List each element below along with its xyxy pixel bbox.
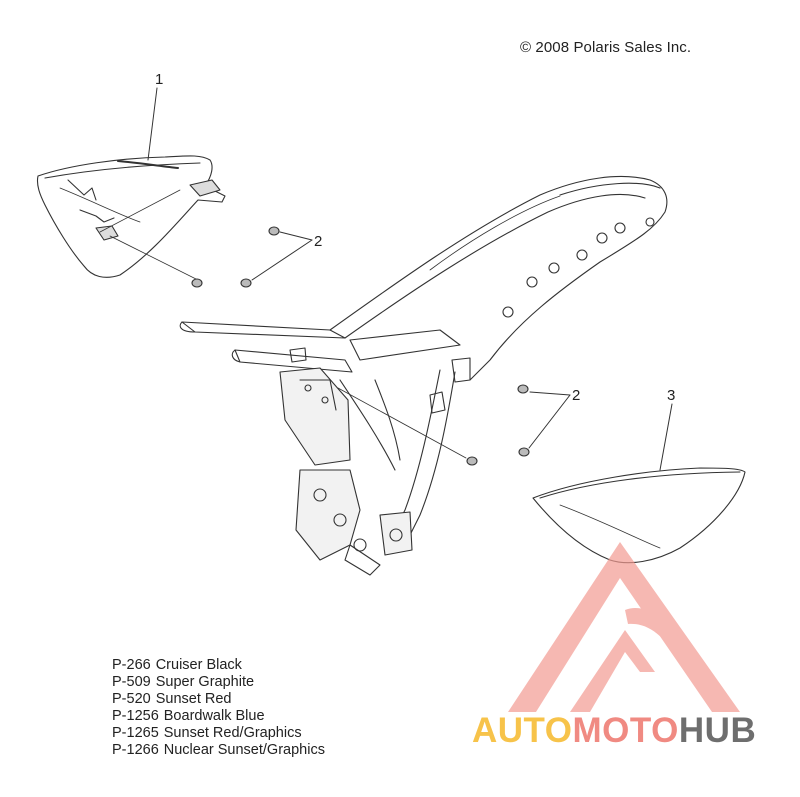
color-name: Boardwalk Blue bbox=[163, 708, 265, 724]
motorcycle-frame bbox=[179, 175, 668, 576]
grommet-upper-group bbox=[191, 226, 313, 288]
leader-line-1 bbox=[147, 87, 158, 161]
automotohub-watermark-text: AUTOMOTOHUB bbox=[472, 711, 756, 751]
color-code: P-520 bbox=[112, 691, 151, 707]
automotohub-logo-mark bbox=[508, 542, 740, 712]
color-code: P-509 bbox=[112, 674, 151, 690]
color-name: Sunset Red bbox=[155, 691, 232, 707]
color-name: Super Graphite bbox=[155, 674, 255, 690]
callout-1: 1 bbox=[155, 71, 164, 88]
callout-2-upper: 2 bbox=[314, 233, 323, 250]
color-name: Cruiser Black bbox=[155, 657, 242, 673]
side-cover-right-part bbox=[532, 403, 746, 564]
color-name: Nuclear Sunset/Graphics bbox=[163, 742, 325, 758]
color-code: P-1256 bbox=[112, 708, 159, 724]
copyright-notice: © 2008 Polaris Sales Inc. bbox=[520, 39, 692, 56]
callout-3: 3 bbox=[667, 387, 676, 404]
grommet-lower-group bbox=[337, 384, 571, 466]
color-code: P-1265 bbox=[112, 725, 159, 741]
callout-2-lower: 2 bbox=[572, 387, 581, 404]
color-code: P-266 bbox=[112, 657, 151, 673]
watermark-moto: MOTO bbox=[572, 711, 679, 750]
color-code: P-1266 bbox=[112, 742, 159, 758]
watermark-hub: HUB bbox=[678, 711, 757, 750]
color-name: Sunset Red/Graphics bbox=[163, 725, 302, 741]
side-cover-left-part bbox=[36, 155, 226, 281]
watermark-auto: AUTO bbox=[472, 711, 573, 750]
